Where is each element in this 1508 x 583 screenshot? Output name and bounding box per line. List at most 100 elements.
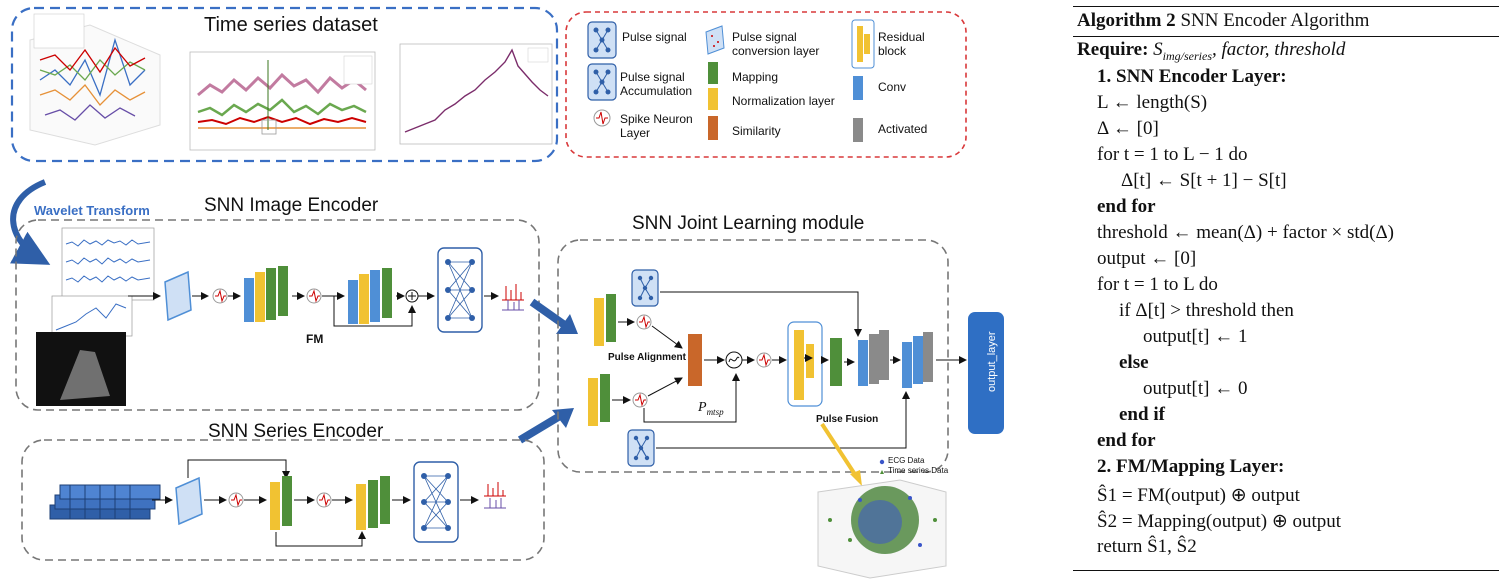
img-block-group-1 [244,266,288,322]
legend-conversion-icon [705,25,725,55]
algo-line-15: end for [1097,430,1156,451]
joint-lower-spike [632,392,648,408]
legend-label-conv: Conv [878,80,907,94]
legend-spike-icon [593,109,611,127]
scatter-legend-series: Time series Data [888,466,949,475]
legend-frame [565,11,967,158]
algo-line-13: output[t] ← 0 [1143,378,1248,399]
algo-title-rule [1073,36,1499,37]
algo-top-rule [1073,6,1499,7]
multiline-thumbnail [189,51,376,151]
algo-line-9: for t = 1 to L do [1097,274,1218,295]
pmtsp-label: Pmtsp [698,400,724,417]
scatter-legend-ecg: ECG Data [888,456,925,465]
legend-conv-icon [853,76,863,100]
legend-label-normalization: Normalization layer [732,94,835,108]
algo-line-14: end if [1119,404,1165,425]
series-cube-input [49,484,161,520]
algo-line-18: Ŝ2 = Mapping(output) ⊕ output [1097,511,1342,532]
joint-fusion-spike [756,352,772,368]
series-spike-train-icon [484,482,506,509]
algo-line-3: Δ ← [0] [1097,118,1159,139]
joint-upper-blocks [594,294,616,346]
legend-label-conversion: Pulse signal conversion layer [732,30,820,58]
legend-label-activated: Activated [878,122,928,136]
series-network-block [413,461,459,543]
pulse-fusion-label: Pulse Fusion [816,414,879,425]
joint-bottom-network [627,429,655,467]
diagram-canvas [10,6,1004,579]
algo-line-12: else [1119,352,1149,373]
pulse-alignment-label: Pulse Alignment [608,352,686,363]
img-conversion-layer [164,270,192,322]
legend-pulse-signal-icon [587,21,617,59]
fusion-to-scatter-arrow [820,422,862,486]
series-encoder-frame [21,439,545,561]
img-block-group-2 [348,268,392,324]
legend-residual-icon [851,19,875,69]
img-spike-train-icon [502,284,524,311]
algo-line-7: threshold ← mean(Δ) + factor × std(Δ) [1097,222,1395,243]
series-spike-1 [228,492,244,508]
joint-conv-group-2 [902,332,933,388]
algo-line-8: output ← [0] [1097,248,1197,269]
legend-label-pulse-signal: Pulse signal [622,30,687,44]
joint-upper-spike [636,314,652,330]
algo-line-11: output[t] ← 1 [1143,326,1248,347]
img-spike-2 [306,288,322,304]
series-to-joint-arrow [517,408,574,444]
algo-line-6: end for [1097,196,1156,217]
algo-line-19: return Ŝ1, Ŝ2 [1097,536,1197,557]
line3d-thumbnail [29,13,161,146]
joint-module-frame [557,239,949,473]
legend-activated-icon [853,118,863,142]
joint-title: SNN Joint Learning module [632,213,865,234]
trend-thumbnail [399,43,553,145]
legend-label-mapping: Mapping [732,70,779,84]
algo-line-10: if Δ[t] > threshold then [1119,300,1294,321]
joint-pmtsp-node [725,351,743,369]
series-conversion-layer [175,476,203,526]
fm-label: FM [306,332,324,346]
algo-line-17: Ŝ1 = FM(output) ⊕ output [1097,485,1300,506]
legend-label-similarity: Similarity [732,124,781,138]
image-to-joint-arrow [529,298,578,334]
series-block-group-2 [356,476,390,530]
series-spike-2 [316,492,332,508]
joint-conv-group-1 [858,330,889,386]
joint-lower-blocks [588,374,610,426]
algo-require: Require: Simg/series, factor, threshold [1077,39,1346,63]
wavelet-arrow [10,179,51,265]
legend-accumulation-icon [587,63,617,101]
legend-label-spike: Spike Neuron Layer [620,112,693,140]
output-layer-label: output_layer [986,331,998,392]
algo-line-5: Δ[t] ← S[t + 1] − S[t] [1121,170,1287,191]
joint-mapping-block [830,338,842,386]
legend-label-accumulation: Pulse signal Accumulation [620,70,693,98]
algo-line-2: L ← length(S) [1097,92,1208,113]
img-network-block [437,247,483,333]
dataset-frame [10,6,559,163]
algo-line-1: 1. SNN Encoder Layer: [1097,66,1287,87]
algo-line-4: for t = 1 to L − 1 do [1097,144,1248,165]
series-encoder-title: SNN Series Encoder [208,421,384,442]
output-layer-block [968,312,1004,434]
algorithm-box: Algorithm 2 SNN Encoder Algorithm Requir… [1073,6,1499,573]
trend-plot-thumbnail [51,295,133,337]
legend-normalization-icon [708,88,718,110]
algo-bottom-rule [1073,570,1499,571]
signal-plot-thumbnail [61,227,155,301]
scatter3d-thumbnail [817,459,947,579]
image-encoder-frame [15,219,540,411]
series-block-group-1 [270,476,292,530]
legend-similarity-icon [708,116,718,140]
joint-similarity-block [688,334,702,386]
joint-residual-block [787,321,823,407]
legend-mapping-icon [708,62,718,84]
legend-label-residual: Residual block [878,30,925,58]
algo-title: Algorithm 2 SNN Encoder Algorithm [1077,10,1370,31]
image-encoder-title: SNN Image Encoder [204,195,379,216]
algo-line-16: 2. FM/Mapping Layer: [1097,456,1285,477]
joint-upper-network [631,269,659,307]
wavelet-label: Wavelet Transform [34,203,150,218]
